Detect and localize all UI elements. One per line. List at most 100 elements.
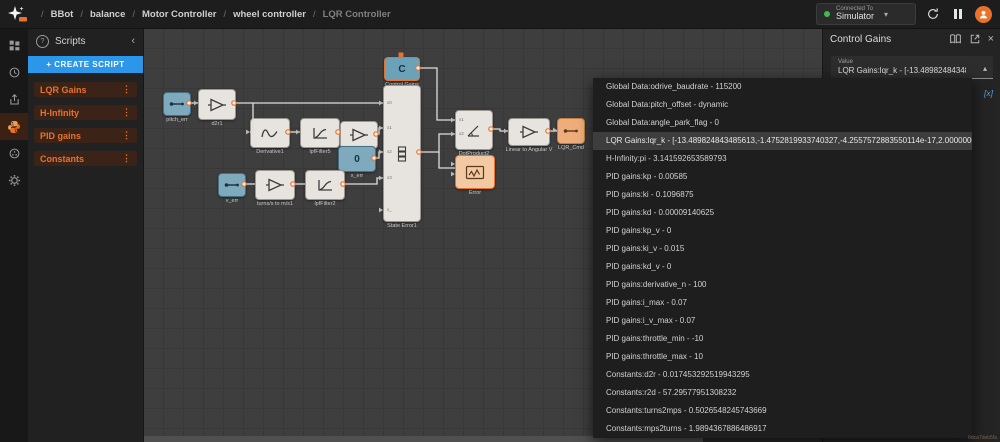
gain-icon — [520, 125, 538, 139]
open-in-new-icon[interactable] — [969, 33, 981, 45]
scrollbar-thumb[interactable] — [143, 436, 703, 442]
kebab-menu-icon[interactable]: ⋮ — [122, 84, 131, 94]
dropdown-option[interactable]: PID gains:i_max - 0.07 — [606, 298, 687, 307]
scope-icon — [465, 165, 485, 179]
dropdown-option[interactable]: Constants:r2d - 57.29577951308232 — [606, 388, 737, 397]
dropdown-option[interactable]: H-Infinity:pi - 3.141592653589793 — [606, 154, 727, 163]
breadcrumb-separator: / — [312, 8, 316, 20]
dropdown-option[interactable]: PID gains:derivative_n - 100 — [606, 280, 707, 289]
dropdown-option[interactable]: Global Data:pitch_offset - dynamic — [606, 100, 729, 109]
python-scripts-icon[interactable] — [0, 113, 28, 140]
breadcrumb-label: LQR Controller — [322, 8, 391, 20]
dropdown-option[interactable]: PID gains:i_v_max - 0.07 — [606, 316, 696, 325]
node-v-err[interactable]: v_err — [218, 173, 246, 204]
gain-icon — [208, 97, 226, 112]
dropdown-option[interactable]: PID gains:kd - 0.00009140625 — [606, 208, 715, 217]
node-label: v_err — [225, 198, 239, 204]
dropdown-option[interactable]: Constants:d2r - 0.017453292519943295 — [606, 370, 750, 379]
gain-icon — [350, 128, 368, 142]
dropdown-option[interactable]: PID gains:throttle_min - -10 — [606, 334, 704, 343]
dropdown-option[interactable]: Global Data:angle_park_flag - 0 — [606, 118, 719, 127]
kebab-menu-icon[interactable]: ⋮ — [122, 153, 131, 163]
settings-gear-icon[interactable] — [0, 167, 28, 194]
dropdown-option[interactable]: PID gains:ki_v - 0.015 — [606, 244, 685, 253]
node-lqr-cmd[interactable]: LQR_Cmd — [557, 118, 585, 151]
collapse-panel-icon[interactable]: ‹ — [131, 35, 135, 47]
script-list-item[interactable]: H-Infinity ⋮ — [34, 105, 137, 120]
scripts-panel-header: ? Scripts ‹ — [28, 28, 143, 54]
dropdown-option[interactable]: Global Data:odrive_baudrate - 115200 — [606, 82, 742, 91]
node-sf[interactable]: sf — [340, 121, 378, 156]
constant-value: C — [398, 63, 406, 75]
node-d2r1[interactable]: d2r1 — [198, 89, 236, 127]
node-turns-to-ms[interactable]: turns/s to m/s1 — [255, 170, 295, 207]
node-pitch-err[interactable]: pitch_err — [163, 92, 191, 123]
node-lpffilter5[interactable]: lpfFilter5 — [300, 118, 340, 155]
script-item-label: H-Infinity — [40, 107, 79, 118]
user-avatar[interactable] — [975, 5, 992, 23]
dropdown-option[interactable]: Constants:mps2turns - 1.9894367886486917 — [606, 424, 767, 433]
create-script-button[interactable]: + CREATE SCRIPT — [28, 56, 143, 73]
node-control-gains[interactable]: C Control Gains — [384, 57, 420, 88]
history-icon[interactable] — [0, 59, 28, 86]
script-list-item[interactable]: Constants ⋮ — [34, 151, 137, 166]
node-lpffilter2[interactable]: lpfFilter2 — [305, 170, 345, 207]
expression-badge[interactable]: [x] — [984, 88, 993, 98]
chevron-up-icon: ▴ — [982, 64, 987, 73]
node-label: LQR_Cmd — [558, 145, 584, 151]
dropdown-option[interactable]: PID gains:kp_v - 0 — [606, 226, 672, 235]
close-icon[interactable]: × — [987, 33, 994, 45]
node-x-err[interactable]: 0 x_err — [338, 146, 376, 179]
breadcrumb-item[interactable]: / LQR Controller — [306, 9, 391, 20]
breadcrumb-separator: / — [223, 8, 227, 20]
port-label: x2 — [387, 149, 392, 154]
dashboard-icon[interactable] — [0, 32, 28, 59]
node-dotproduct2[interactable]: x1 x2 DotProduct2 — [455, 110, 493, 157]
breadcrumb-item[interactable]: / balance — [73, 9, 125, 20]
connection-selector[interactable]: Connected To Simulator ▾ — [816, 3, 916, 25]
breadcrumb-separator: / — [80, 8, 83, 20]
app-logo-icon[interactable] — [0, 5, 34, 23]
node-linear-to-angular[interactable]: Linear to Angular V — [506, 118, 552, 153]
angle-icon — [467, 125, 479, 137]
value-dropdown-list: Global Data:odrive_baudrate - 115200 Glo… — [593, 78, 972, 438]
breadcrumb-item[interactable]: / Motor Controller — [125, 9, 216, 20]
breadcrumb-label: BBot — [50, 8, 74, 20]
script-list-item[interactable]: PID gains ⋮ — [34, 128, 137, 143]
horizontal-scrollbar[interactable] — [143, 436, 822, 442]
node-label: turns/s to m/s1 — [256, 201, 294, 207]
dropdown-option[interactable]: PID gains:kp - 0.00585 — [606, 172, 688, 181]
help-icon[interactable]: ? — [36, 35, 49, 48]
value-field-value: LQR Gains:lqr_k - [-13.489824843485613,-… — [838, 66, 966, 75]
panel-header: Control Gains × — [823, 28, 1000, 50]
script-list: LQR Gains ⋮ H-Infinity ⋮ PID gains ⋮ Con… — [28, 82, 143, 166]
breadcrumb: / BBot / balance / Motor Controller / wh… — [34, 9, 391, 20]
value-combobox[interactable]: Value LQR Gains:lqr_k - [-13.48982484348… — [831, 56, 993, 79]
publish-icon[interactable] — [0, 86, 28, 113]
restart-button[interactable] — [925, 6, 941, 22]
panel-title: Control Gains — [830, 33, 892, 45]
sparkle-logo-icon — [8, 6, 27, 22]
kebab-menu-icon[interactable]: ⋮ — [122, 107, 131, 117]
breadcrumb-separator: / — [132, 8, 136, 20]
dropdown-option[interactable]: PID gains:throttle_max - 10 — [606, 352, 703, 361]
dropdown-option[interactable]: PID gains:kd_v - 0 — [606, 262, 672, 271]
node-label: lpfFilter5 — [309, 149, 331, 155]
port-label: x2 — [459, 131, 464, 136]
packages-icon[interactable] — [0, 140, 28, 167]
dropdown-option[interactable]: Constants:turns2mps - 0.5026548245743669 — [606, 406, 767, 415]
node-state-error1[interactable]: x0 x1 x2 x3 x_ State Error1 — [383, 85, 421, 229]
dropdown-option[interactable]: LQR Gains:lqr_k - [-13.489824843485613,-… — [593, 132, 972, 150]
breadcrumb-item[interactable]: / wheel controller — [216, 9, 306, 20]
connection-status-dot — [824, 11, 830, 17]
pause-button[interactable] — [950, 6, 966, 22]
breadcrumb-item[interactable]: / BBot — [34, 9, 73, 20]
mux-icon — [397, 145, 407, 162]
dropdown-option[interactable]: PID gains:ki - 0.1096875 — [606, 190, 694, 199]
docs-book-icon[interactable] — [949, 33, 962, 45]
node-derivative1[interactable]: Derivative1 — [250, 118, 290, 155]
kebab-menu-icon[interactable]: ⋮ — [122, 130, 131, 140]
script-list-item[interactable]: LQR Gains ⋮ — [34, 82, 137, 97]
build-hash: 6dca7deb5fa — [968, 435, 997, 441]
node-error-scope[interactable]: Error — [455, 155, 495, 196]
